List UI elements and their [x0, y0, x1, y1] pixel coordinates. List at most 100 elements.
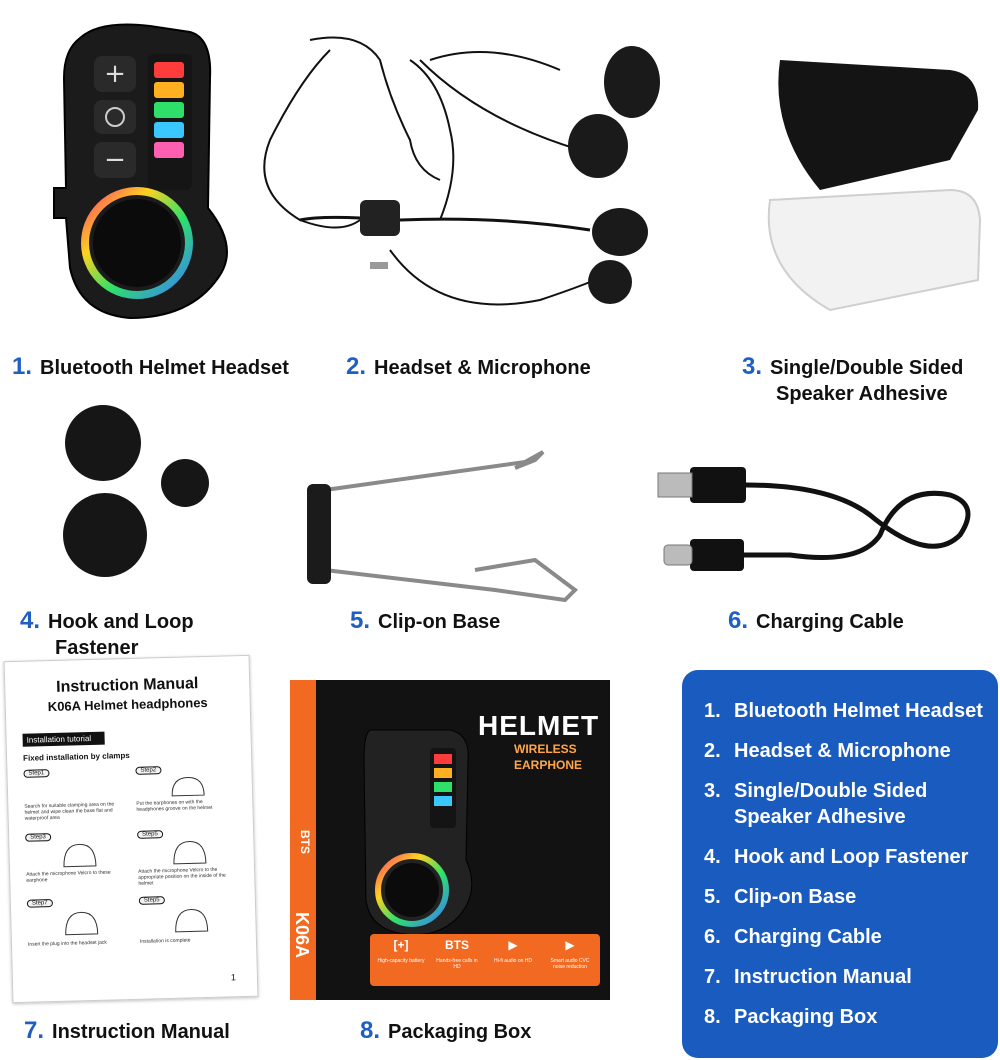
- box-feature-desc: High-capacity battery: [377, 958, 425, 964]
- caption-text: Instruction Manual: [52, 1021, 230, 1043]
- list-item-text: Charging Cable: [734, 926, 882, 948]
- charging-cable-image: [650, 455, 990, 585]
- helmet-icon: [63, 843, 97, 868]
- list-item-number: 8.: [704, 1006, 721, 1028]
- box-feature: ▶ Hi-fi audio on HD: [488, 938, 538, 964]
- manual-step: Step5: [138, 896, 165, 905]
- box-feature: BTS Hands-free calls in HD: [432, 938, 482, 970]
- caption-text-line2: Speaker Adhesive: [776, 383, 948, 405]
- caption-8: 8. Packaging Box: [360, 1018, 531, 1045]
- manual-step: Step3: [25, 833, 51, 842]
- helmet-icon: [173, 840, 207, 865]
- caption-number: 6.: [728, 607, 749, 634]
- helmet-icon: [175, 908, 209, 933]
- list-item-text: Hook and Loop Fastener: [734, 846, 969, 868]
- manual-step-desc: Put the earphones on with the headphones…: [136, 799, 213, 813]
- caption-text: Bluetooth Helmet Headset: [40, 357, 289, 379]
- list-item-text: Single/Double Sided: [734, 780, 928, 802]
- caption-text: Charging Cable: [756, 611, 904, 633]
- caption-number: 4.: [20, 607, 41, 634]
- packaging-box-image: K06A BTS HELMET WIRELESS EARPHONE [+] Hi…: [290, 680, 610, 1000]
- box-side-stripe: [290, 680, 316, 1000]
- caption-3: 3. Single/Double Sided Speaker Adhesive: [742, 354, 963, 407]
- manual-step-desc: Attach the microphone Velcro to the appr…: [138, 866, 226, 887]
- manual-step: Step5: [137, 830, 163, 839]
- list-item: 1. Bluetooth Helmet Headset: [704, 698, 983, 724]
- box-feature-desc: Hi-fi audio on HD: [493, 958, 533, 964]
- caption-4: 4.Hook and Loop Fastener: [20, 608, 194, 661]
- clip-on-base-image: [295, 440, 585, 605]
- manual-step-desc: Insert the plug into the headset jack: [27, 939, 107, 948]
- caption-text: Clip-on Base: [378, 611, 501, 633]
- bts-icon: BTS: [445, 938, 469, 952]
- list-item-number: 3.: [704, 780, 721, 802]
- caption-2: 2. Headset & Microphone: [346, 354, 591, 381]
- speaker-adhesive-image: [750, 50, 990, 320]
- box-feature-desc: Hands-free calls in HD: [436, 958, 478, 970]
- play-icon: ▶: [508, 938, 518, 952]
- box-feature-desc: Smart audio CVC noise reduction: [550, 958, 590, 970]
- box-feature: ▶ Smart audio CVC noise reduction: [544, 938, 596, 970]
- package-contents-panel: 1. Bluetooth Helmet Headset 2. Headset & M…: [682, 670, 998, 1058]
- caption-number: 8.: [360, 1017, 381, 1044]
- caption-number: 1.: [12, 353, 33, 380]
- list-item: 4. Hook and Loop Fastener: [704, 844, 983, 870]
- box-feature-strip: [+] High-capacity battery BTS Hands-free…: [370, 934, 600, 986]
- list-item-text: Clip-on Base: [734, 886, 857, 908]
- manual-step-desc: Installation is complete: [139, 937, 191, 945]
- manual-step-desc: Attach the microphone Velcro to these ea…: [26, 869, 111, 884]
- manual-tutorial-label: Installation tutorial: [22, 731, 106, 747]
- caption-number: 5.: [350, 607, 371, 634]
- box-side-bts: BTS: [298, 830, 312, 854]
- manual-step: Step7: [26, 899, 53, 908]
- box-subtitle-2: EARPHONE: [514, 758, 583, 772]
- helmet-icon: [171, 776, 205, 797]
- caption-5: 5. Clip-on Base: [350, 608, 500, 635]
- package-contents-list: 1. Bluetooth Helmet Headset 2. Headset & M…: [704, 698, 983, 1044]
- manual-step: Step1: [23, 769, 50, 778]
- caption-number: 2.: [346, 353, 367, 380]
- headset-microphone-image: [240, 20, 660, 340]
- caption-text: Hook and Loop: [48, 611, 194, 633]
- caption-text: Packaging Box: [388, 1021, 532, 1043]
- list-item-text: Packaging Box: [734, 1006, 878, 1028]
- play-icon: ▶: [565, 938, 575, 952]
- caption-6: 6. Charging Cable: [728, 608, 904, 635]
- list-item-number: 1.: [704, 700, 721, 722]
- list-item-text: Bluetooth Helmet Headset: [734, 700, 983, 722]
- list-item-number: 4.: [704, 846, 721, 868]
- svg-text:−: −: [104, 145, 126, 175]
- list-item-text-line2: Speaker Adhesive: [734, 806, 906, 828]
- box-headset-image: [363, 729, 473, 936]
- list-item-text: Headset & Microphone: [734, 740, 951, 762]
- manual-section: Fixed installation by clamps: [22, 751, 130, 763]
- caption-text: Single/Double Sided: [770, 357, 964, 379]
- list-item-number: 6.: [704, 926, 721, 948]
- helmet-icon: [65, 911, 99, 936]
- list-item: 8. Packaging Box: [704, 1004, 983, 1030]
- box-feature: [+] High-capacity battery: [376, 938, 426, 964]
- caption-1: 1. Bluetooth Helmet Headset: [12, 354, 289, 381]
- battery-icon: [+]: [393, 938, 409, 952]
- caption-number: 7.: [24, 1017, 45, 1044]
- list-item: 7. Instruction Manual: [704, 964, 983, 990]
- list-item-text: Instruction Manual: [734, 966, 912, 988]
- list-item-number: 2.: [704, 740, 721, 762]
- box-model-label: K06A: [292, 912, 312, 959]
- list-item-number: 5.: [704, 886, 721, 908]
- caption-text: Headset & Microphone: [374, 357, 591, 379]
- box-subtitle-1: WIRELESS: [514, 742, 577, 756]
- box-title: HELMET: [478, 710, 600, 741]
- list-item: 6. Charging Cable: [704, 924, 983, 950]
- list-item: 2. Headset & Microphone: [704, 738, 983, 764]
- caption-7: 7. Instruction Manual: [24, 1018, 230, 1045]
- hook-loop-fastener-image: [55, 395, 215, 585]
- bluetooth-headset-image: + −: [40, 18, 250, 323]
- svg-text:+: +: [104, 59, 126, 89]
- instruction-manual-image: Instruction Manual K06A Helmet headphone…: [3, 654, 259, 1004]
- manual-page-number: 1: [230, 972, 237, 983]
- caption-number: 3.: [742, 353, 763, 380]
- list-item-number: 7.: [704, 966, 721, 988]
- list-item: 5. Clip-on Base: [704, 884, 983, 910]
